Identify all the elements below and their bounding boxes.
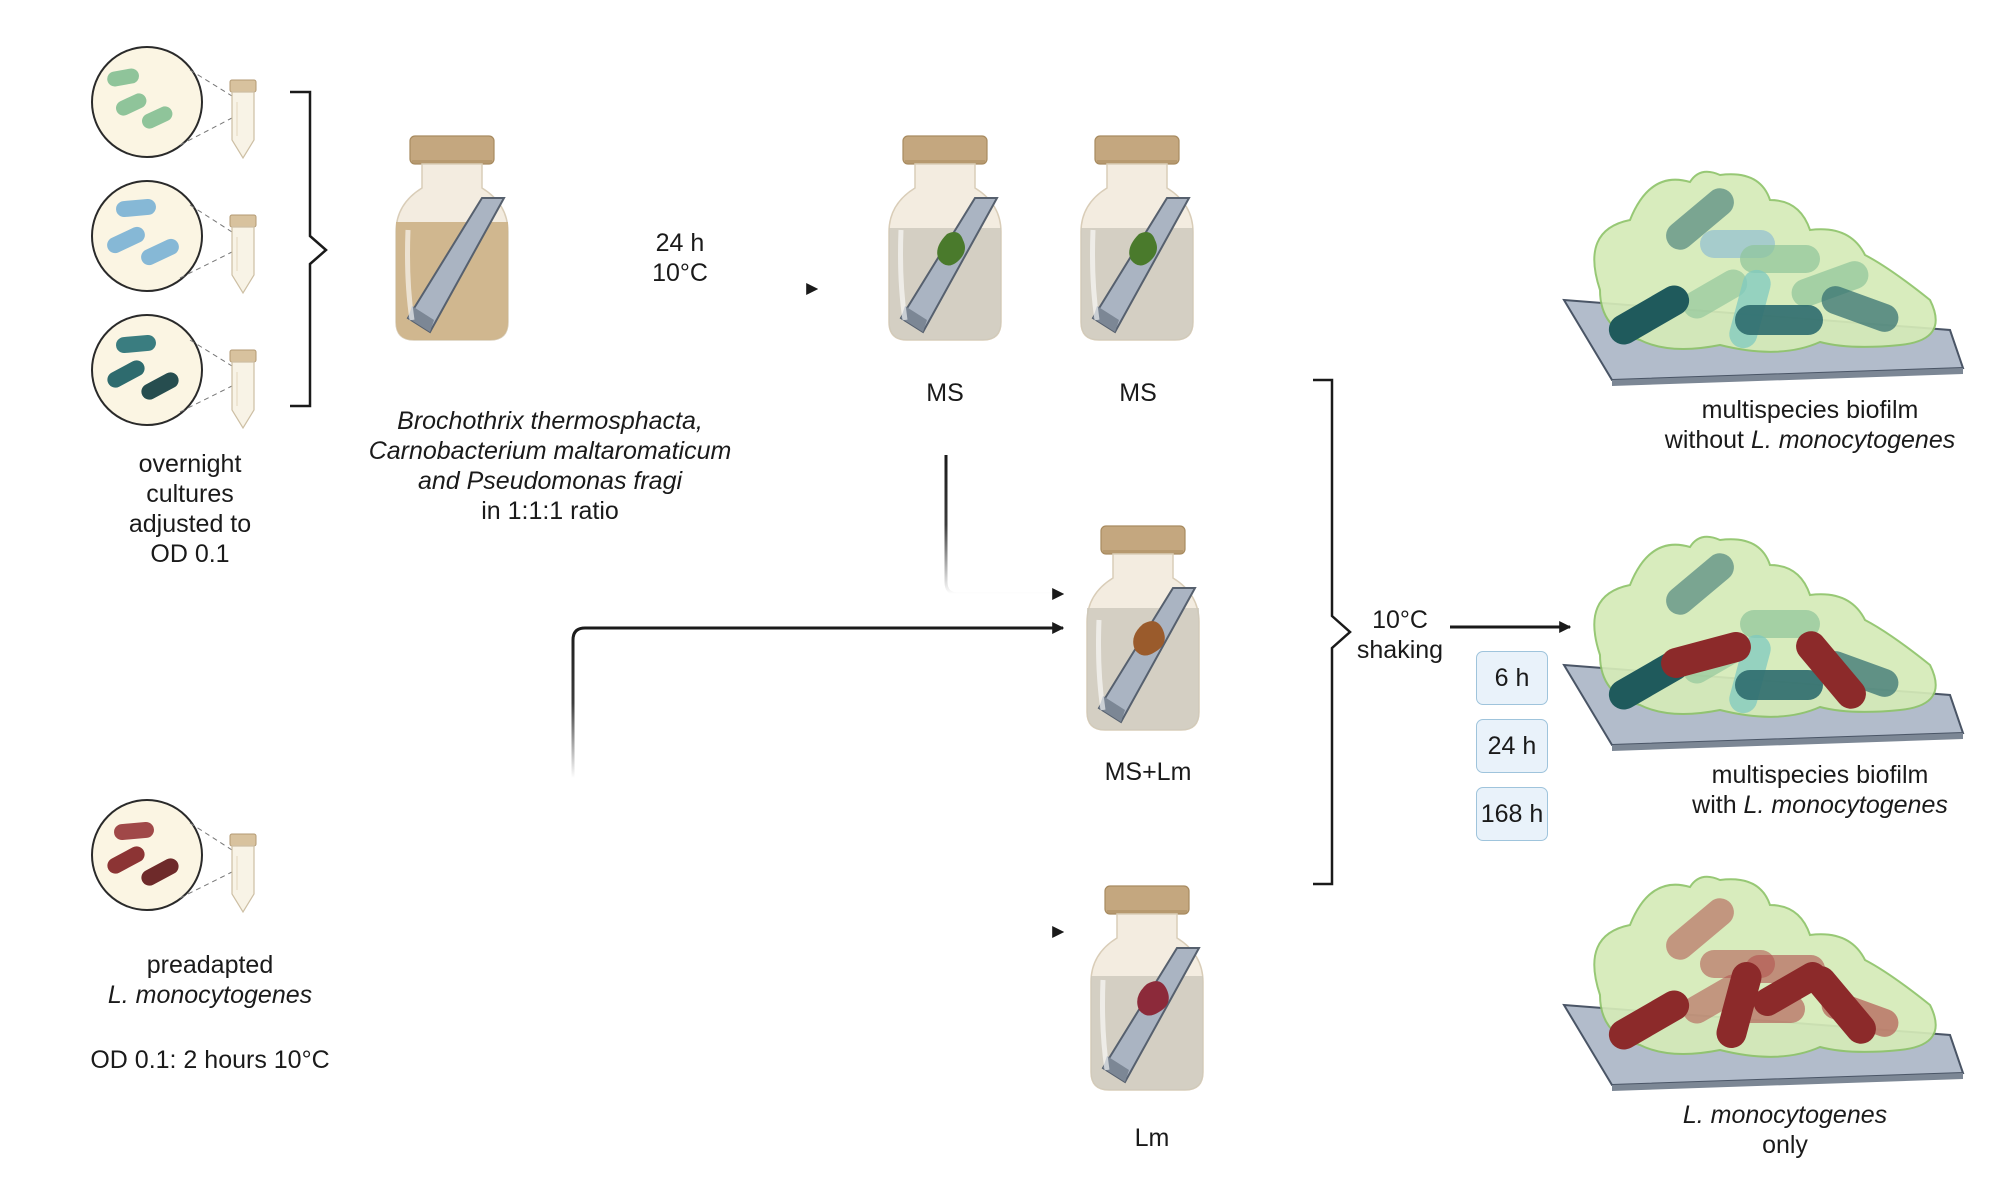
lm-label: Lm: [1134, 1124, 1170, 1152]
culture-dish-blue: [91, 180, 203, 292]
incubation-label: 24 h 10°C: [652, 229, 708, 287]
ms-label-2: MS: [1119, 379, 1157, 407]
biofilm-mslm-label: multispecies biofilm with L. monocytogen…: [1692, 761, 1948, 819]
ms-lm-label: MS+Lm: [1104, 758, 1192, 786]
time-box-6h: 6 h: [1476, 651, 1548, 705]
culture-dish-teal: [91, 314, 203, 426]
culture-tube-3: [229, 349, 257, 429]
culture-dish-green: [91, 46, 203, 158]
biofilm-lm-label: L. monocytogenes only: [1682, 1101, 1888, 1159]
overnight-cultures-label: overnight cultures adjusted to OD 0.1: [128, 450, 252, 568]
biofilm-ms: [1562, 170, 1965, 386]
shaking-label: 10°C shaking: [1356, 606, 1444, 664]
time-box-168h: 168 h: [1476, 787, 1548, 841]
mix-bottle: [395, 135, 509, 341]
ms-lm-bottle: [1086, 525, 1200, 731]
preadapted-label: preadapted L. monocytogenes: [107, 951, 313, 1009]
biofilm-lm: [1562, 875, 1965, 1091]
ms-bottle-2: [1080, 135, 1194, 341]
ms-to-mslm-arrow: [944, 455, 1065, 600]
culture-tube-2: [229, 214, 257, 294]
samples-bracket: [1313, 378, 1352, 886]
culture-tube-4: [229, 833, 257, 913]
lm-bottle: [1090, 885, 1204, 1091]
biofilm-ms-label: multispecies biofilm without L. monocyto…: [1664, 396, 1956, 454]
lm-to-mslm-arrow: [571, 622, 1065, 778]
biofilm-ms-lm: [1562, 535, 1965, 751]
culture-tube-1: [229, 79, 257, 159]
species-mix-label: Brochothrix thermosphacta, Carnobacteriu…: [368, 407, 732, 525]
culture-bracket: [290, 90, 328, 408]
culture-dish-red: [91, 799, 203, 911]
ms-bottle-1: [888, 135, 1002, 341]
preadapt-condition: OD 0.1: 2 hours 10°C: [90, 1046, 330, 1074]
time-box-24h: 24 h: [1476, 719, 1548, 773]
ms-label-1: MS: [926, 379, 964, 407]
